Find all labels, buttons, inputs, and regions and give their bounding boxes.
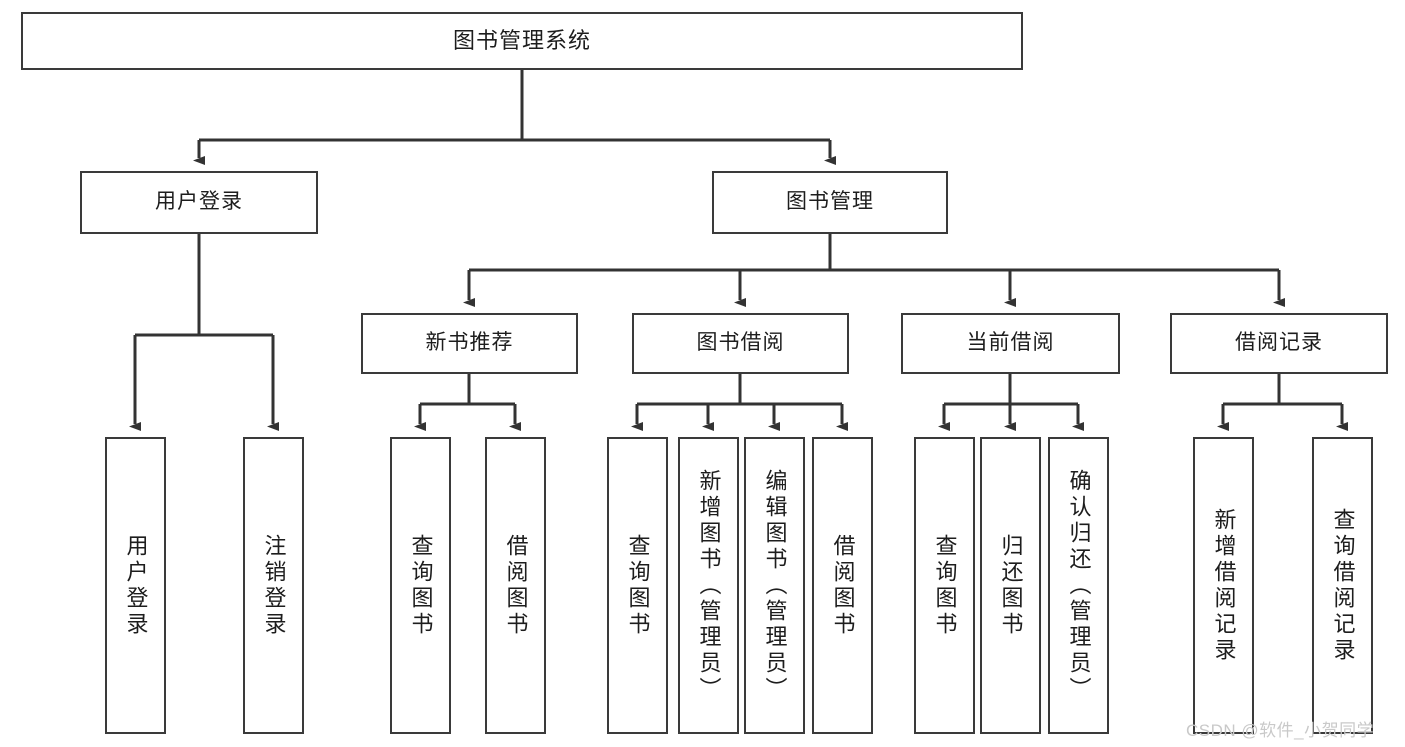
node-root-book-management-system[interactable]: 图书管理系统 bbox=[21, 12, 1023, 70]
node-label: 查询图书 bbox=[625, 533, 651, 638]
node-user-login[interactable]: 用户登录 bbox=[80, 171, 318, 234]
node-label: 查询图书 bbox=[932, 533, 958, 638]
node-leaf-add-borrow-record[interactable]: 新增借阅记录 bbox=[1193, 437, 1254, 734]
watermark-text: CSDN @软件_小贺同学 bbox=[1186, 721, 1375, 740]
node-label: 确认归还（管理员） bbox=[1066, 468, 1092, 703]
node-new-book-recommendation[interactable]: 新书推荐 bbox=[361, 313, 578, 374]
node-leaf-borrow-book-newbook[interactable]: 借阅图书 bbox=[485, 437, 546, 734]
node-label: 用户登录 bbox=[123, 533, 149, 638]
node-leaf-query-book-current[interactable]: 查询图书 bbox=[914, 437, 975, 734]
node-label: 当前借阅 bbox=[966, 331, 1055, 355]
node-leaf-return-book[interactable]: 归还图书 bbox=[980, 437, 1041, 734]
node-label: 图书管理系统 bbox=[452, 28, 591, 54]
node-current-borrowing[interactable]: 当前借阅 bbox=[901, 313, 1120, 374]
node-label: 查询借阅记录 bbox=[1330, 507, 1356, 664]
node-label: 借阅记录 bbox=[1235, 331, 1323, 355]
node-label: 用户登录 bbox=[155, 190, 243, 214]
node-leaf-borrow-book[interactable]: 借阅图书 bbox=[812, 437, 873, 734]
node-book-management[interactable]: 图书管理 bbox=[712, 171, 948, 234]
node-book-borrowing[interactable]: 图书借阅 bbox=[632, 313, 849, 374]
node-label: 编辑图书（管理员） bbox=[762, 468, 788, 703]
node-leaf-confirm-return-admin[interactable]: 确认归还（管理员） bbox=[1048, 437, 1109, 734]
node-borrow-records[interactable]: 借阅记录 bbox=[1170, 313, 1388, 374]
node-label: 借阅图书 bbox=[503, 533, 529, 638]
node-label: 借阅图书 bbox=[830, 533, 856, 638]
node-label: 新书推荐 bbox=[425, 331, 514, 355]
node-label: 新增借阅记录 bbox=[1211, 507, 1237, 664]
node-label: 图书借阅 bbox=[696, 331, 785, 355]
node-leaf-user-login[interactable]: 用户登录 bbox=[105, 437, 166, 734]
node-leaf-query-book-newbook[interactable]: 查询图书 bbox=[390, 437, 451, 734]
node-leaf-logout[interactable]: 注销登录 bbox=[243, 437, 304, 734]
node-label: 新增图书（管理员） bbox=[696, 468, 722, 703]
node-leaf-add-book-admin[interactable]: 新增图书（管理员） bbox=[678, 437, 739, 734]
node-label: 注销登录 bbox=[261, 533, 287, 638]
node-leaf-query-book-borrow[interactable]: 查询图书 bbox=[607, 437, 668, 734]
node-label: 图书管理 bbox=[786, 190, 874, 214]
node-label: 归还图书 bbox=[998, 533, 1024, 638]
node-leaf-edit-book-admin[interactable]: 编辑图书（管理员） bbox=[744, 437, 805, 734]
node-leaf-query-borrow-record[interactable]: 查询借阅记录 bbox=[1312, 437, 1373, 734]
node-label: 查询图书 bbox=[408, 533, 434, 638]
